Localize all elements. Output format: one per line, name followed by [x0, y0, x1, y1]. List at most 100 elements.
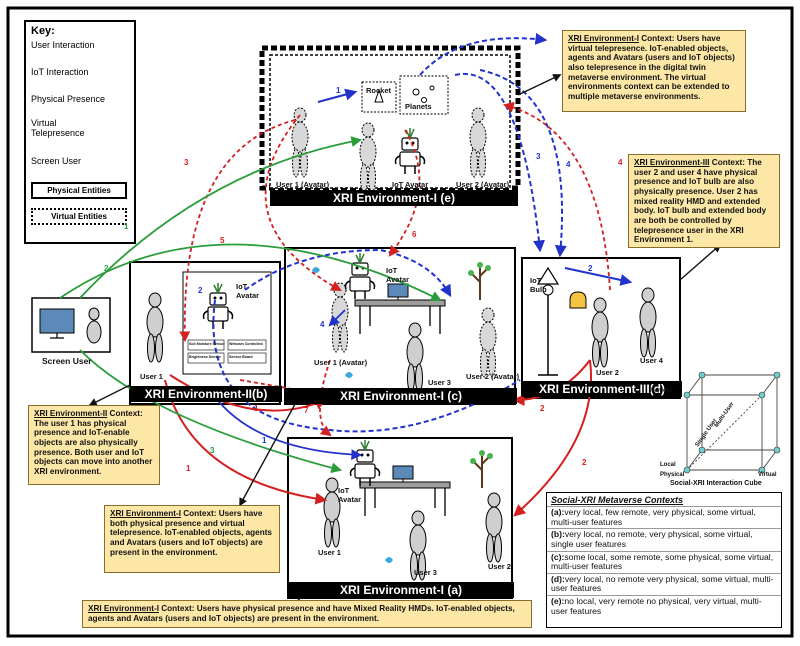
env-c-user1-label: User 1 (Avatar) — [314, 358, 368, 367]
arrow-num-5-red: 5 — [220, 236, 225, 245]
arrow-num-2b-blue: 2 — [198, 286, 203, 295]
cube-remote: Remote — [650, 388, 673, 394]
env-c-label: XRI Environment-I (c) — [285, 388, 517, 404]
arrow-num-1-blue: 1 — [336, 86, 341, 95]
key-virtual-entities: Virtual Entities — [31, 208, 127, 225]
note-env1-top: XRI Environment-I Context: Users have vi… — [562, 30, 746, 112]
note-env1-bottom-body: Context: Users have physical presence an… — [88, 604, 515, 623]
note-env1-mid: XRI Environment-I Context: Users have bo… — [104, 505, 280, 573]
contexts-title: Social-XRI Metaverse Contexts — [551, 495, 684, 505]
planets-box — [399, 75, 449, 115]
note-env2: XRI Environment-II Context: The user 1 h… — [28, 405, 160, 485]
cube-physical: Physical — [660, 472, 685, 478]
env-d-user2-label: User 2 — [596, 368, 619, 377]
context-e-text: no local, very remote no physical, very … — [551, 596, 762, 616]
env-b-panel3: Brightness Sensor — [189, 355, 221, 359]
cube-virtual: Virtual — [758, 472, 777, 478]
env-c-user2-label: User 2 (Avatar) — [466, 372, 520, 381]
arrow-num-3-green: 3 — [210, 446, 215, 455]
env-b-iot-label: IoT Avatar — [236, 282, 260, 300]
rocket-box — [361, 81, 397, 113]
env-b-label: XRI Environment-II(b) — [130, 386, 282, 402]
key-iot-interaction: IoT Interaction — [31, 67, 89, 77]
note-env1-bottom: XRI Environment-I Context: Users have ph… — [82, 600, 532, 628]
context-d: (d):very local, no remote very physical,… — [547, 572, 781, 595]
planets-label: Planets — [405, 102, 432, 111]
env-d-user4-label: User 4 — [640, 356, 663, 365]
context-a-key: (a): — [551, 507, 565, 517]
env-a-label: XRI Environment-I (a) — [288, 582, 514, 598]
key-screen-user: Screen User — [31, 156, 82, 166]
env-c-box — [284, 247, 516, 405]
arrow-num-3-red: 3 — [184, 158, 189, 167]
legend-key: Key: User Interaction IoT Interaction Ph… — [24, 20, 136, 244]
env-b-panel2: Webcam Controlled — [229, 342, 263, 346]
note-env3-body: Context: The user 2 and user 4 have phys… — [634, 158, 767, 245]
context-c: (c):some local, some remote, some physic… — [547, 550, 781, 573]
key-physical-presence: Physical Presence — [31, 94, 106, 104]
arrow-num-4-blue: 4 — [566, 160, 571, 169]
context-a: (a):very local, few remote, very physica… — [547, 506, 781, 528]
context-b-text: very local, no remote, very physical, so… — [551, 529, 753, 549]
context-d-text: very local, no remote very physical, som… — [551, 573, 774, 594]
arrow-num-2-blue: 2 — [588, 264, 593, 273]
arrow-num-1b-red: 1 — [186, 464, 191, 473]
metaverse-contexts: Social-XRI Metaverse Contexts (a):very l… — [546, 492, 782, 628]
arrow-num-4b-blue: 4 — [320, 320, 325, 329]
context-b: (b):very local, no remote, very physical… — [547, 528, 781, 550]
outer-border — [6, 6, 794, 638]
env-e-user1-label: User 1 (Avatar) — [276, 180, 330, 189]
note-env1-bottom-head: XRI Environment-I — [88, 604, 159, 613]
interaction-cube — [686, 374, 778, 471]
arrow-num-2b-red: 2 — [582, 458, 587, 467]
env-a-user2-label: User 2 — [488, 562, 511, 571]
env-a-user3-label: User 3 — [414, 568, 437, 577]
env-d-bulb-label: IoT Bulb — [530, 276, 547, 294]
context-a-text: very local, few remote, very physical, s… — [551, 507, 756, 527]
key-physical-entities: Physical Entities — [31, 182, 127, 199]
arrow-num-1b-blue: 1 — [262, 436, 267, 445]
arrow-num-1-green: 1 — [124, 222, 129, 231]
arrow-num-2-red: 2 — [540, 404, 545, 413]
note-env2-body: Context: The user 1 has physical presenc… — [34, 409, 153, 477]
note-env1-mid-body: Context: Users have both physical presen… — [110, 509, 272, 557]
cube-title: Social-XRI Interaction Cube — [670, 480, 762, 487]
note-env1-mid-head: XRI Environment-I — [110, 509, 181, 518]
context-b-key: (b): — [551, 529, 565, 540]
context-c-text: some local, some remote, some physical, … — [551, 551, 774, 572]
env-d-label: XRI Environment-III(d) — [522, 381, 682, 397]
cube-local: Local — [660, 462, 676, 468]
context-e: (e):no local, very remote no physical, v… — [547, 595, 781, 617]
key-title: Key: — [31, 25, 55, 37]
rocket-label: Rocket — [366, 86, 392, 95]
key-virtual-telepresence: Virtual Telepresence — [31, 118, 85, 138]
env-b-user1-label: User 1 — [140, 372, 163, 381]
note-env3: XRI Environment-III Context: The user 2 … — [628, 154, 780, 248]
env-a-user1-label: User 1 — [318, 548, 341, 557]
env-b-panel4: Sensor Board — [229, 355, 253, 359]
note-env1-top-head: XRI Environment-I — [568, 34, 639, 43]
note-env3-head: XRI Environment-III — [634, 158, 710, 167]
env-c-iot-label: IoT Avatar — [386, 266, 410, 284]
note-env1-top-body: Context: Users have virtual telepresence… — [568, 34, 735, 102]
arrow-num-6-red: 6 — [412, 230, 417, 239]
context-e-key: (e): — [551, 596, 565, 606]
arrow-num-4-red: 4 — [618, 158, 623, 167]
screen-user-label: Screen User — [42, 356, 92, 366]
arrow-num-2-green: 2 — [104, 264, 109, 273]
context-c-key: (c): — [551, 551, 565, 562]
context-d-key: (d): — [551, 573, 565, 584]
env-a-iot-label: IoT Avatar — [338, 486, 362, 504]
env-b-panel1: Soil Moisture Sensor — [189, 342, 225, 346]
arrow-num-7-red: 7 — [304, 406, 309, 415]
arrow-num-3-blue: 3 — [536, 152, 541, 161]
env-c-user3-label: User 3 — [428, 378, 451, 387]
env-e-label: XRI Environment-I (e) — [270, 190, 518, 206]
note-env2-head: XRI Environment-II — [34, 409, 108, 418]
env-a-box — [287, 437, 513, 599]
key-user-interaction: User Interaction — [31, 40, 95, 50]
arrow-num-1-red: 1 — [254, 404, 259, 413]
env-e-iot-label: IoT Avatar — [392, 180, 429, 189]
